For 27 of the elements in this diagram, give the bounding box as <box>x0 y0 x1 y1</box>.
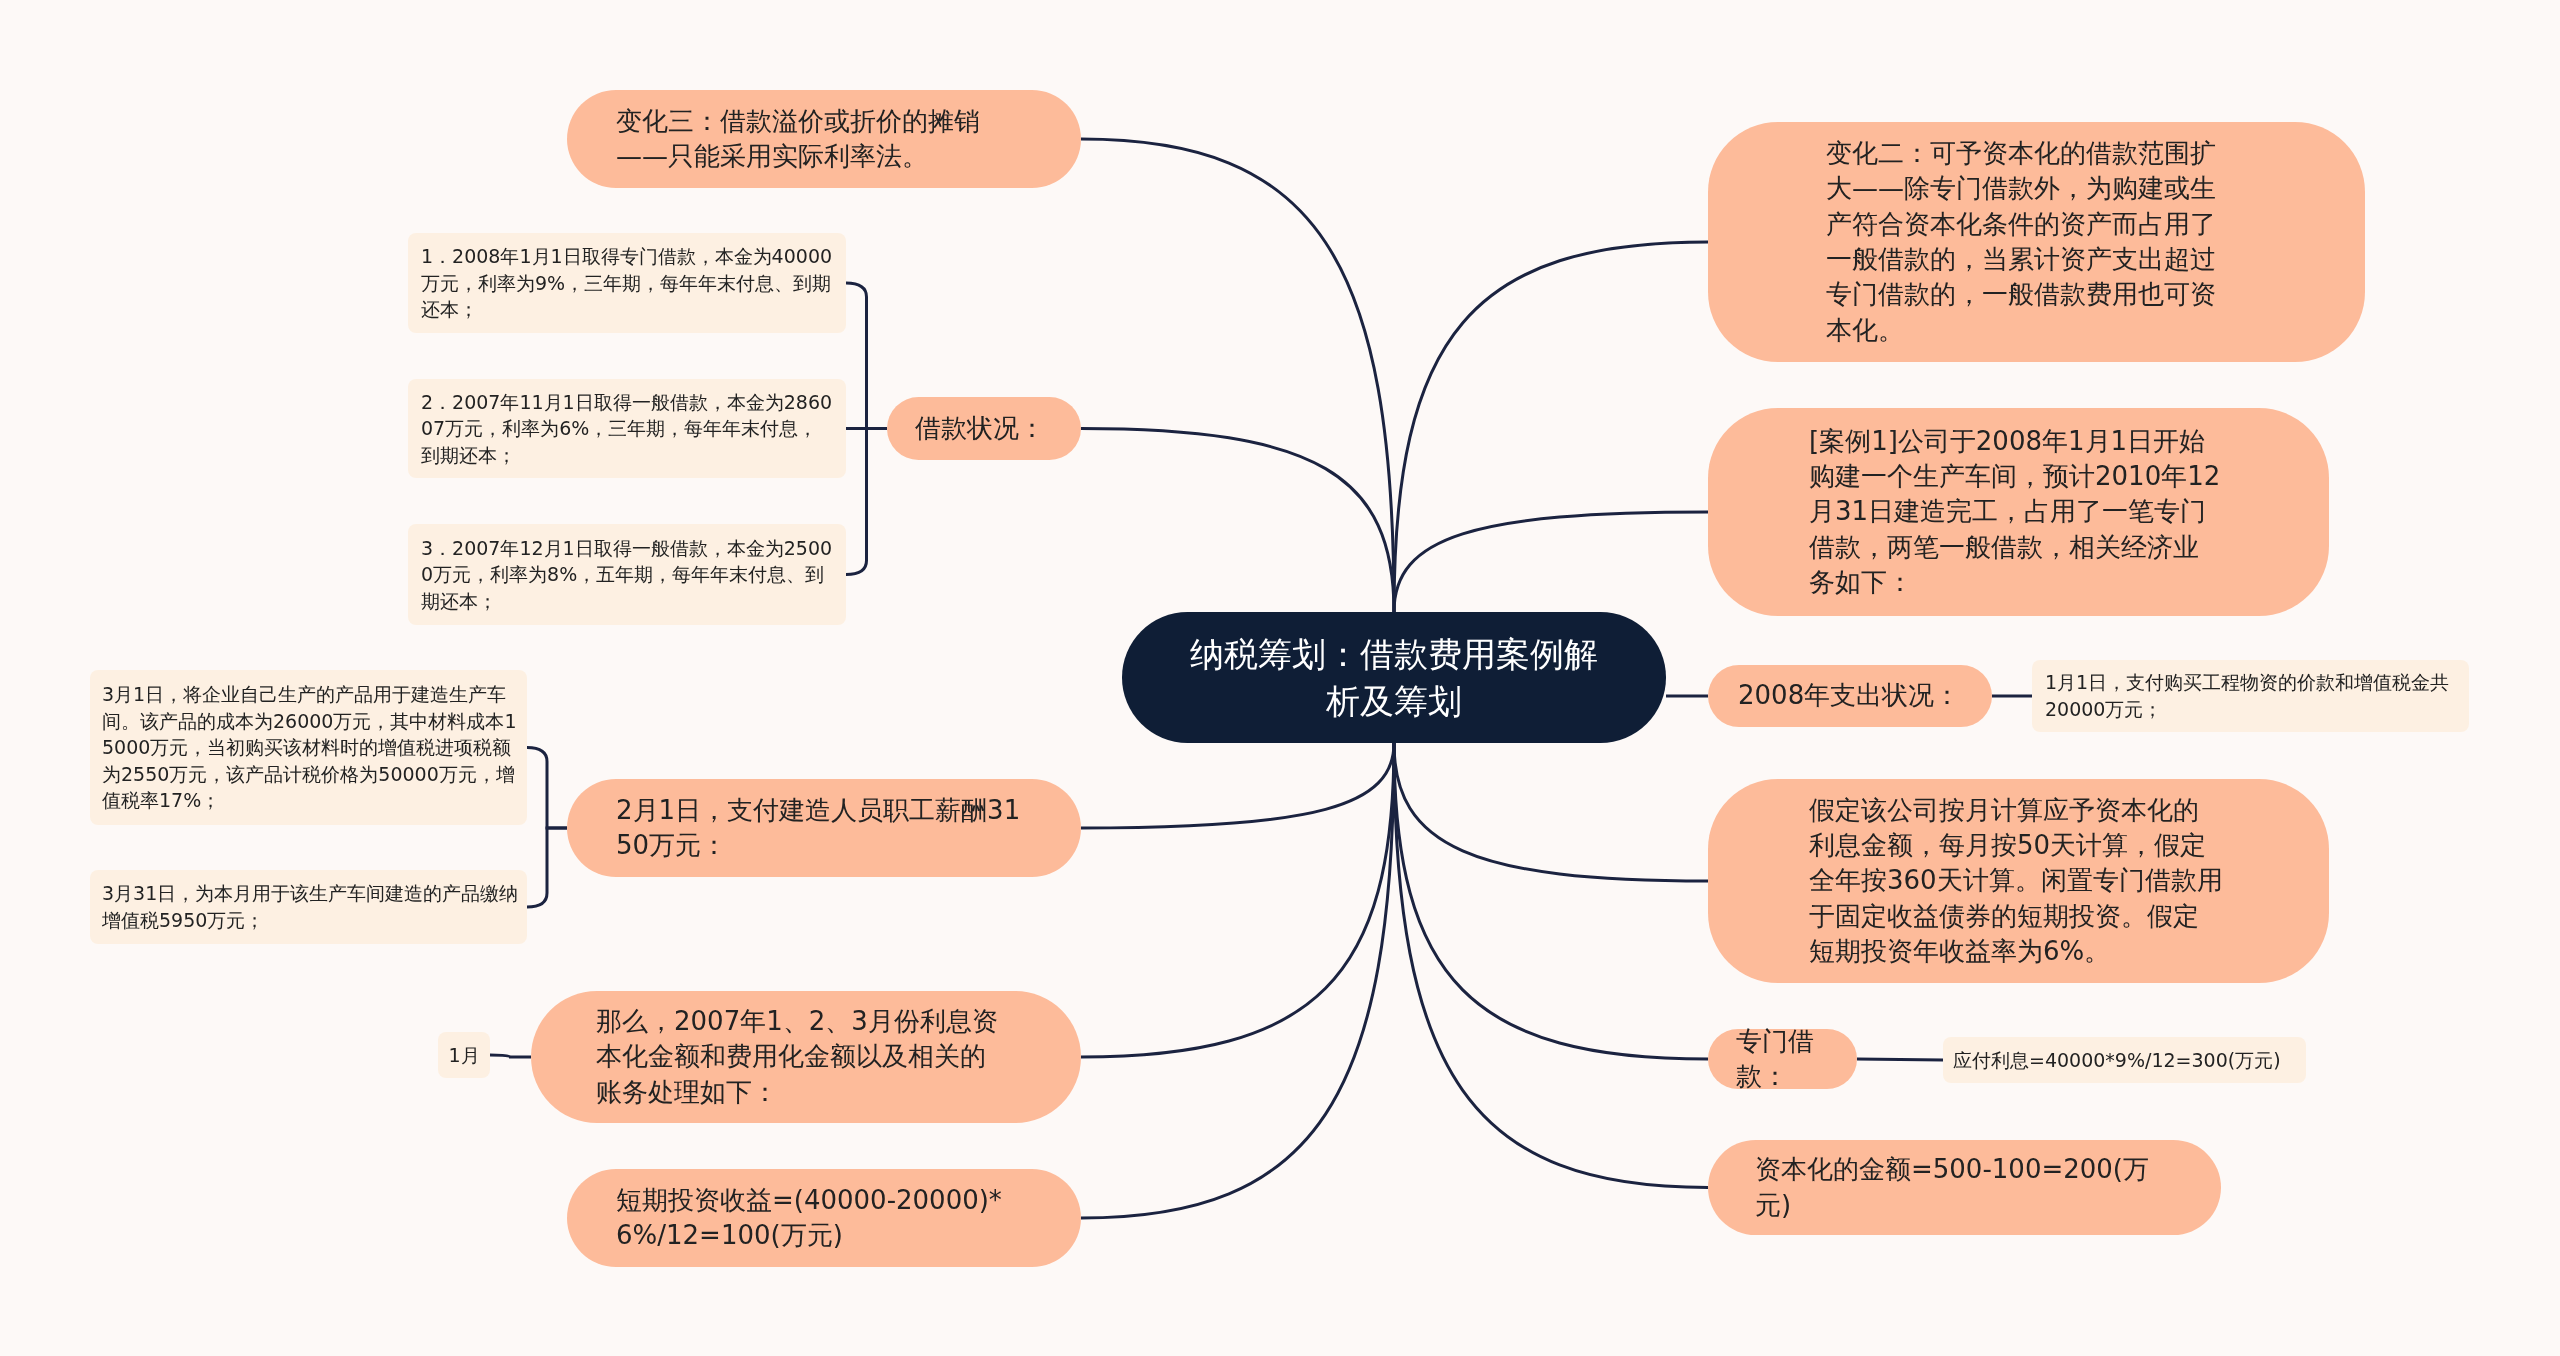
topic-box: 短期投资收益=(40000-20000)*6%/12=100(万元) <box>567 1169 1081 1267</box>
topic-box: 资本化的金额=500-100=200(万元) <box>1708 1140 2221 1235</box>
note-box: 3月1日，将企业自己生产的产品用于建造生产车间。该产品的成本为26000万元，其中材料成本15000万元，当初购买该材料时的增值税进项税额为2550万元，该产品计税价格为50000万元，增值税率17%； <box>90 670 527 825</box>
note-box: 3．2007年12月1日取得一般借款，本金为25000万元，利率为8%，五年期，每年年末付息、到期还本； <box>408 524 846 625</box>
topic-box: [案例1]公司于2008年1月1日开始购建一个生产车间，预计2010年12月31日建造完工，占用了一笔专门借款，两笔一般借款，相关经济业务如下： <box>1708 408 2329 616</box>
topic-box: 变化二：可予资本化的借款范围扩大——除专门借款外，为购建或生产符合资本化条件的资产而占用了一般借款的，当累计资产支出超过专门借款的，一般借款费用也可资本化。 <box>1708 122 2365 362</box>
topic-box: 假定该公司按月计算应予资本化的利息金额，每月按50天计算，假定全年按360天计算。闲置专门借款用于固定收益债券的短期投资。假定短期投资年收益率为6%。 <box>1708 779 2329 983</box>
topic-box: 借款状况： <box>887 397 1081 460</box>
topic-box: 那么，2007年1、2、3月份利息资本化金额和费用化金额以及相关的账务处理如下： <box>531 991 1081 1123</box>
note-box: 2．2007年11月1日取得一般借款，本金为286007万元，利率为6%，三年期，每年年末付息，到期还本； <box>408 379 846 478</box>
connector-line <box>1992 694 2032 698</box>
connector-line <box>1666 694 1708 698</box>
topic-box: 专门借款： <box>1708 1029 1857 1089</box>
central-topic-box: 纳税筹划：借款费用案例解析及筹划 <box>1122 612 1666 743</box>
connector-line <box>1857 1057 1943 1062</box>
topic-box: 2月1日，支付建造人员职工薪酬3150万元： <box>567 779 1081 877</box>
note-box: 1月1日，支付购买工程物资的价款和增值税金共20000万元； <box>2032 660 2469 732</box>
note-box: 3月31日，为本月用于该生产车间建造的产品缴纳增值税5950万元； <box>90 870 527 944</box>
connector-line <box>1392 240 1709 613</box>
connector-line <box>1392 510 1708 613</box>
connector-line <box>1080 427 1396 613</box>
connector-line <box>490 1053 531 1059</box>
topic-box: 变化三：借款溢价或折价的摊销——只能采用实际利率法。 <box>567 90 1081 188</box>
note-box: 1月 <box>438 1032 490 1078</box>
note-box: 应付利息=40000*9%/12=300(万元) <box>1943 1037 2306 1083</box>
topic-box: 2008年支出状况： <box>1708 665 1992 727</box>
note-box: 1．2008年1月1日取得专门借款，本金为40000万元，利率为9%，三年期，每年年末付息、到期还本； <box>408 233 846 333</box>
